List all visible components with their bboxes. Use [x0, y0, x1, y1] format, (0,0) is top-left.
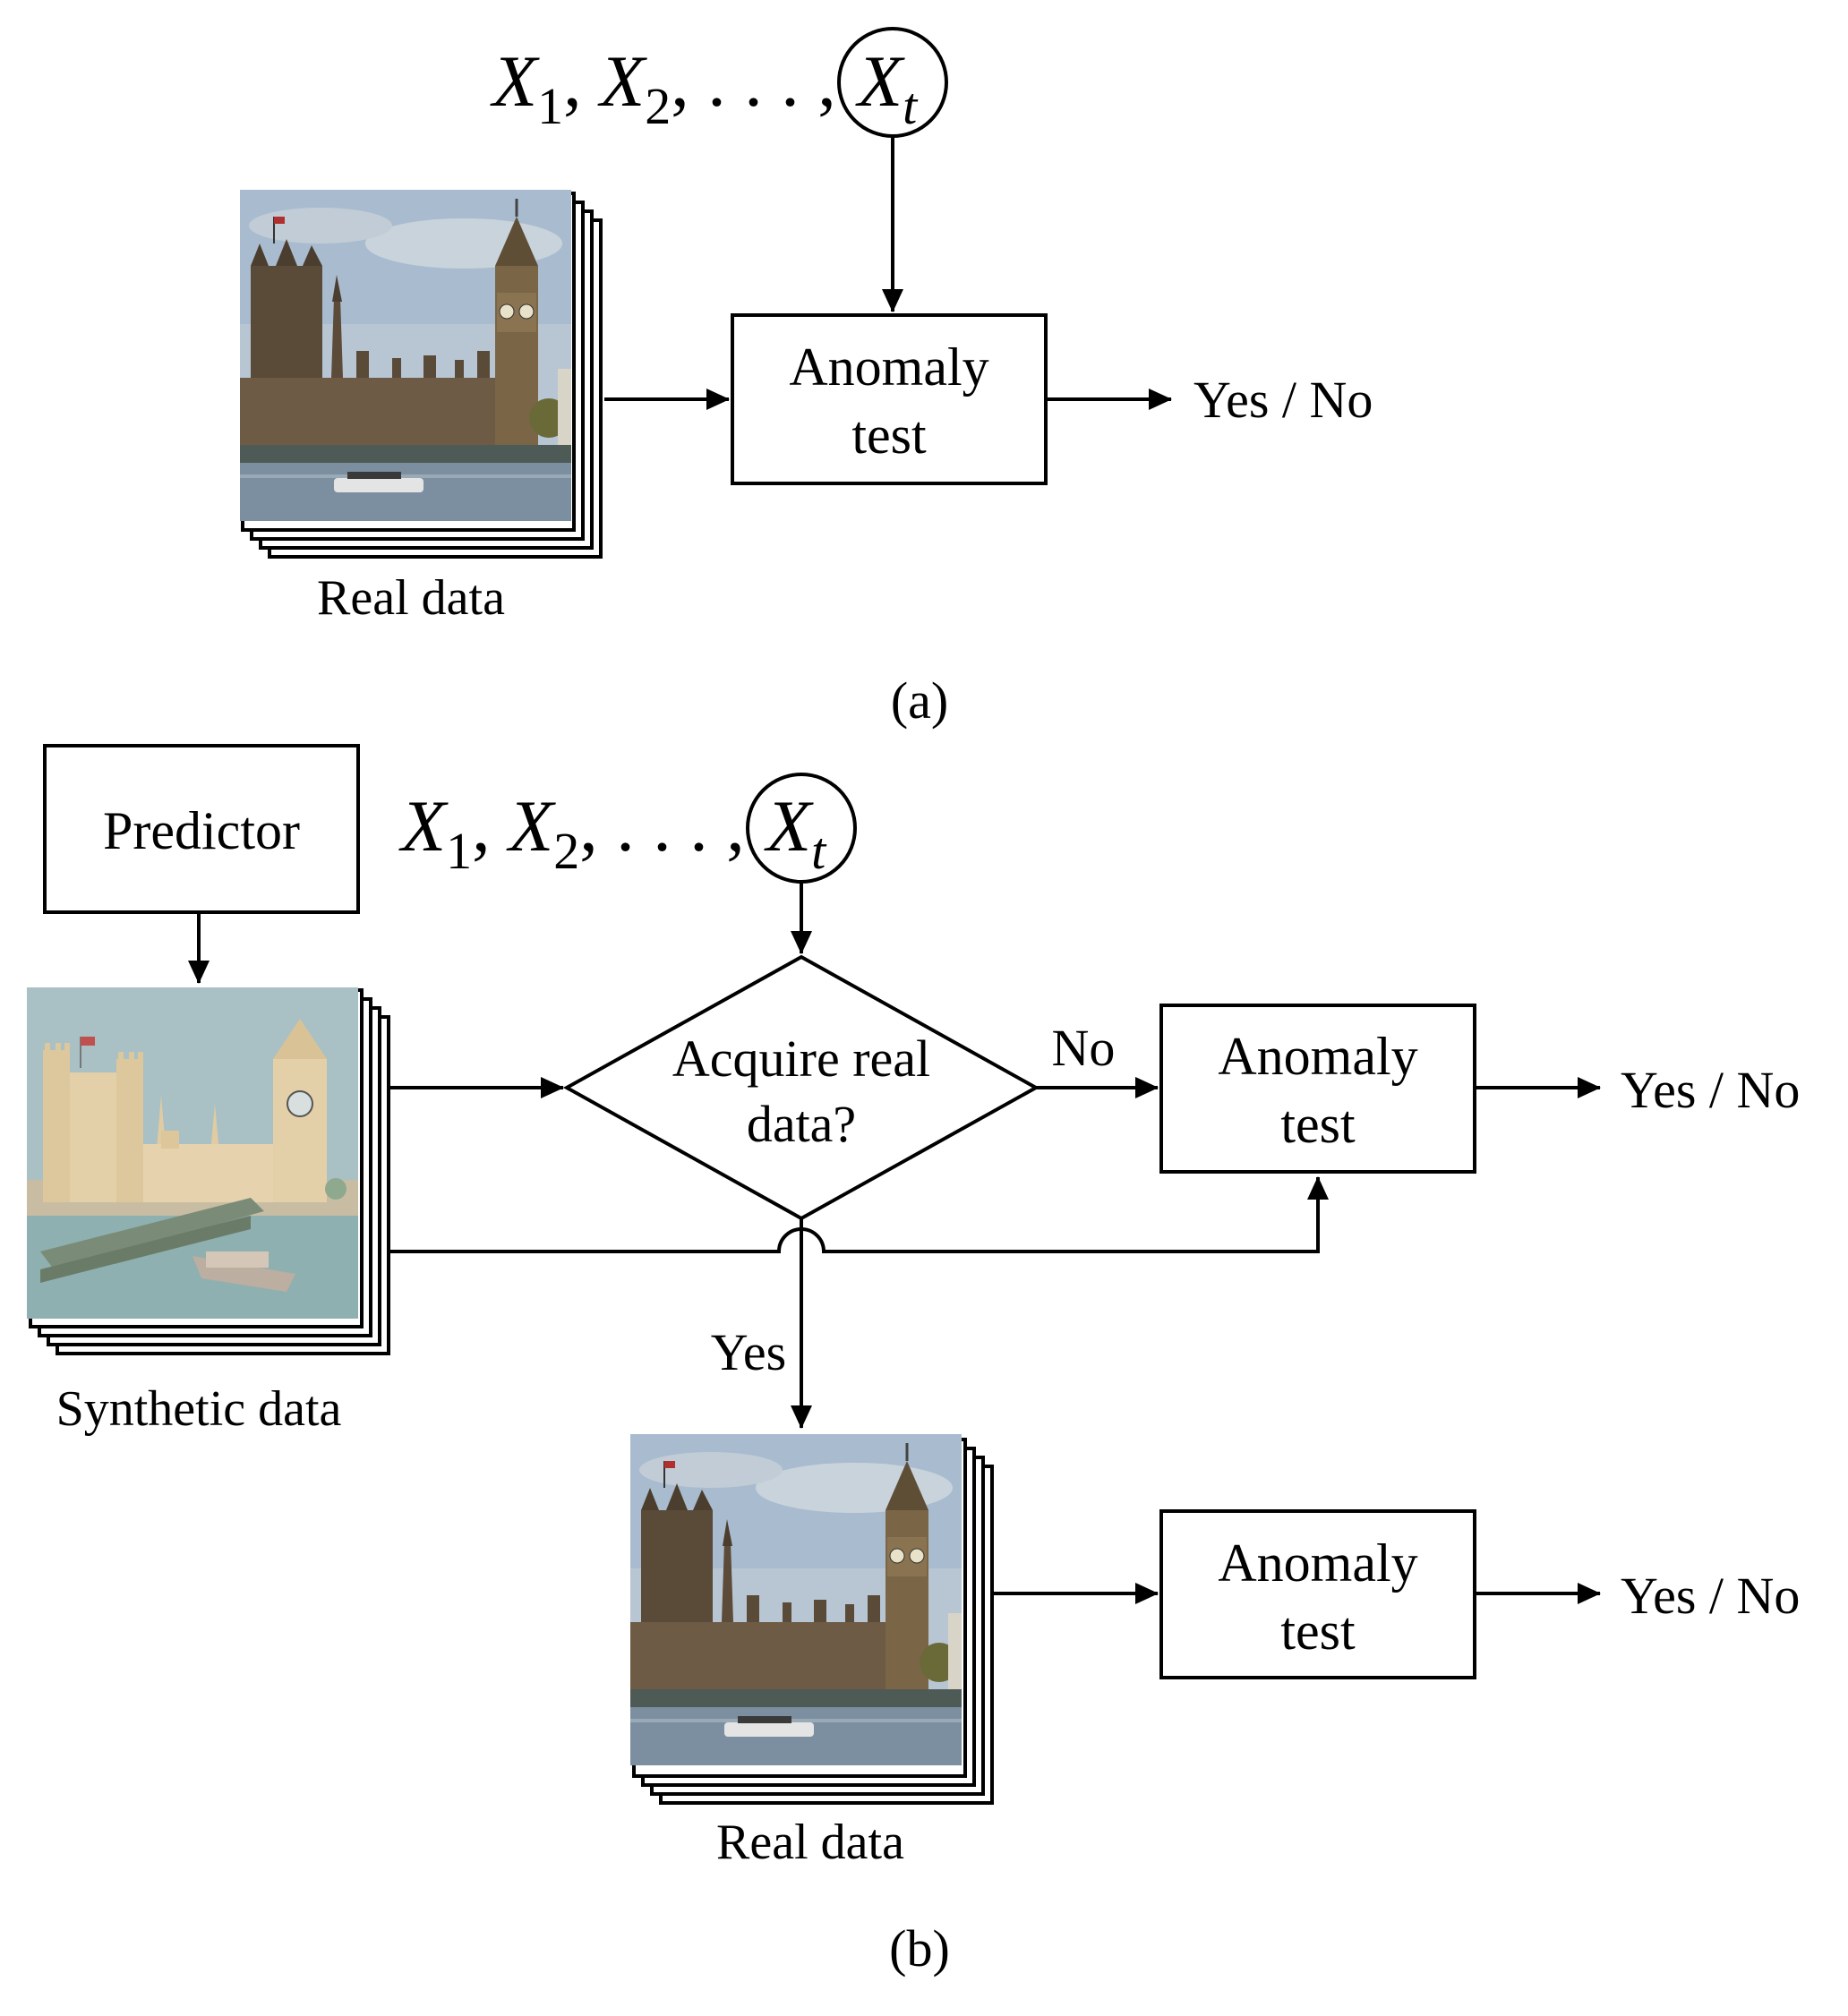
anomaly-test-box-b-bottom [1159, 1509, 1476, 1679]
seq-b-ellipsis: , . . . , [579, 785, 745, 867]
seq-b-s2: 2 [553, 822, 579, 880]
predictor-label: Predictor [103, 801, 300, 860]
anomaly-test-box-b-top [1159, 1004, 1476, 1174]
seq-a-s2: 2 [645, 77, 671, 135]
seq-a-x1: X [490, 40, 540, 122]
synthetic-data-label: Synthetic data [56, 1381, 342, 1437]
anomaly-test-a-line2: test [851, 406, 927, 465]
seq-b-x2: X [506, 785, 556, 867]
anomaly-test-box-a [731, 313, 1048, 485]
seq-b-x1: X [398, 785, 449, 867]
decision-diamond [562, 954, 1040, 1221]
real-data-image-b [629, 1432, 963, 1767]
anomaly-test-b-bottom-line1: Anomaly [1218, 1533, 1417, 1593]
real-data-stack-a [238, 188, 603, 559]
xt-circle-b [746, 773, 857, 884]
real-data-stack-b [629, 1432, 994, 1805]
anomaly-test-b-bottom-line2: test [1280, 1602, 1356, 1661]
panel-b: Predictor Synthetic data X1, X2, . . . ,… [26, 744, 1800, 1978]
output-b-top: Yes / No [1621, 1061, 1800, 1119]
seq-b-st: t [811, 822, 827, 880]
synthetic-data-image [26, 987, 359, 1320]
seq-b-xt: X [764, 785, 814, 867]
anomaly-test-b-top-line1: Anomaly [1218, 1027, 1417, 1086]
seq-b-s1: 1 [446, 822, 472, 880]
seq-a-s1: 1 [537, 77, 563, 135]
seq-a-xt: X [855, 40, 905, 122]
arrow-synthetic-to-test-top [390, 1176, 1329, 1253]
svg-text:X1, X2, . . . ,: X1, X2, . . . , [398, 785, 745, 880]
sequence-a: X1, X2, . . . , Xt [490, 27, 948, 138]
svg-text:Xt: Xt [764, 785, 827, 880]
xt-circle-a [837, 27, 948, 138]
output-a: Yes / No [1194, 371, 1373, 429]
sequence-b: X1, X2, . . . , Xt [398, 773, 857, 884]
caption-a: (a) [891, 671, 948, 730]
anomaly-test-b-top-line2: test [1280, 1095, 1356, 1154]
svg-text:X1, X2, . . . ,: X1, X2, . . . , [490, 40, 836, 135]
output-b-bottom: Yes / No [1621, 1567, 1800, 1625]
seq-a-ellipsis: , . . . , [671, 40, 836, 122]
panel-a: Real data X1, X2, . . . , Xt Anomaly tes… [238, 27, 1373, 730]
real-data-label-b: Real data [716, 1815, 904, 1870]
real-data-image-a [238, 188, 573, 523]
seq-a-st: t [903, 77, 919, 135]
synthetic-data-stack [26, 987, 390, 1355]
no-label: No [1052, 1019, 1116, 1077]
svg-text:Xt: Xt [855, 40, 919, 135]
seq-a-x2: X [597, 40, 647, 122]
yes-label: Yes [711, 1323, 786, 1381]
caption-b: (b) [889, 1919, 950, 1978]
real-data-label-a: Real data [317, 570, 505, 626]
decision-line2: data? [747, 1095, 856, 1153]
anomaly-test-a-line1: Anomaly [789, 337, 988, 397]
predictor-box [43, 744, 360, 914]
decision-line1: Acquire real [672, 1029, 930, 1088]
